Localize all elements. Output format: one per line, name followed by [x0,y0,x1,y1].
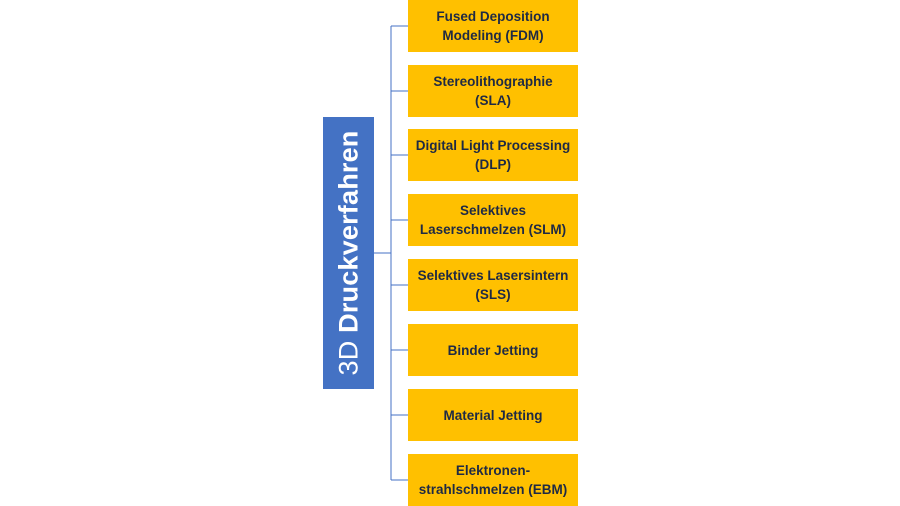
node-ebm-label: Elektronen- strahlschmelzen (EBM) [418,463,568,497]
node-binder-jetting-label: Binder Jetting [447,342,539,358]
node-dlp-label: Digital Light Processing (DLP) [415,138,571,172]
root-node: 3D Druckverfahren [323,117,374,389]
node-slm: Selektives Laserschmelzen (SLM) [408,194,578,246]
node-slm-label: Selektives Laserschmelzen (SLM) [419,203,567,237]
root-label-title: Druckverfahren [333,130,363,333]
node-fdm: Fused Deposition Modeling (FDM) [408,0,578,52]
node-dlp: Digital Light Processing (DLP) [408,129,578,181]
node-sla: Stereolithographie (SLA) [408,65,578,117]
node-material-jetting: Material Jetting [408,389,578,441]
node-fdm-label: Fused Deposition Modeling (FDM) [436,9,550,43]
node-sls: Selektives Lasersintern (SLS) [408,259,578,311]
node-binder-jetting: Binder Jetting [408,324,578,376]
root-label: 3D Druckverfahren [333,130,364,375]
root-label-prefix: 3D [333,332,363,376]
node-material-jetting-label: Material Jetting [443,407,543,423]
node-sls-label: Selektives Lasersintern (SLS) [417,268,569,302]
node-sla-label: Stereolithographie (SLA) [433,74,553,108]
node-ebm: Elektronen- strahlschmelzen (EBM) [408,454,578,506]
